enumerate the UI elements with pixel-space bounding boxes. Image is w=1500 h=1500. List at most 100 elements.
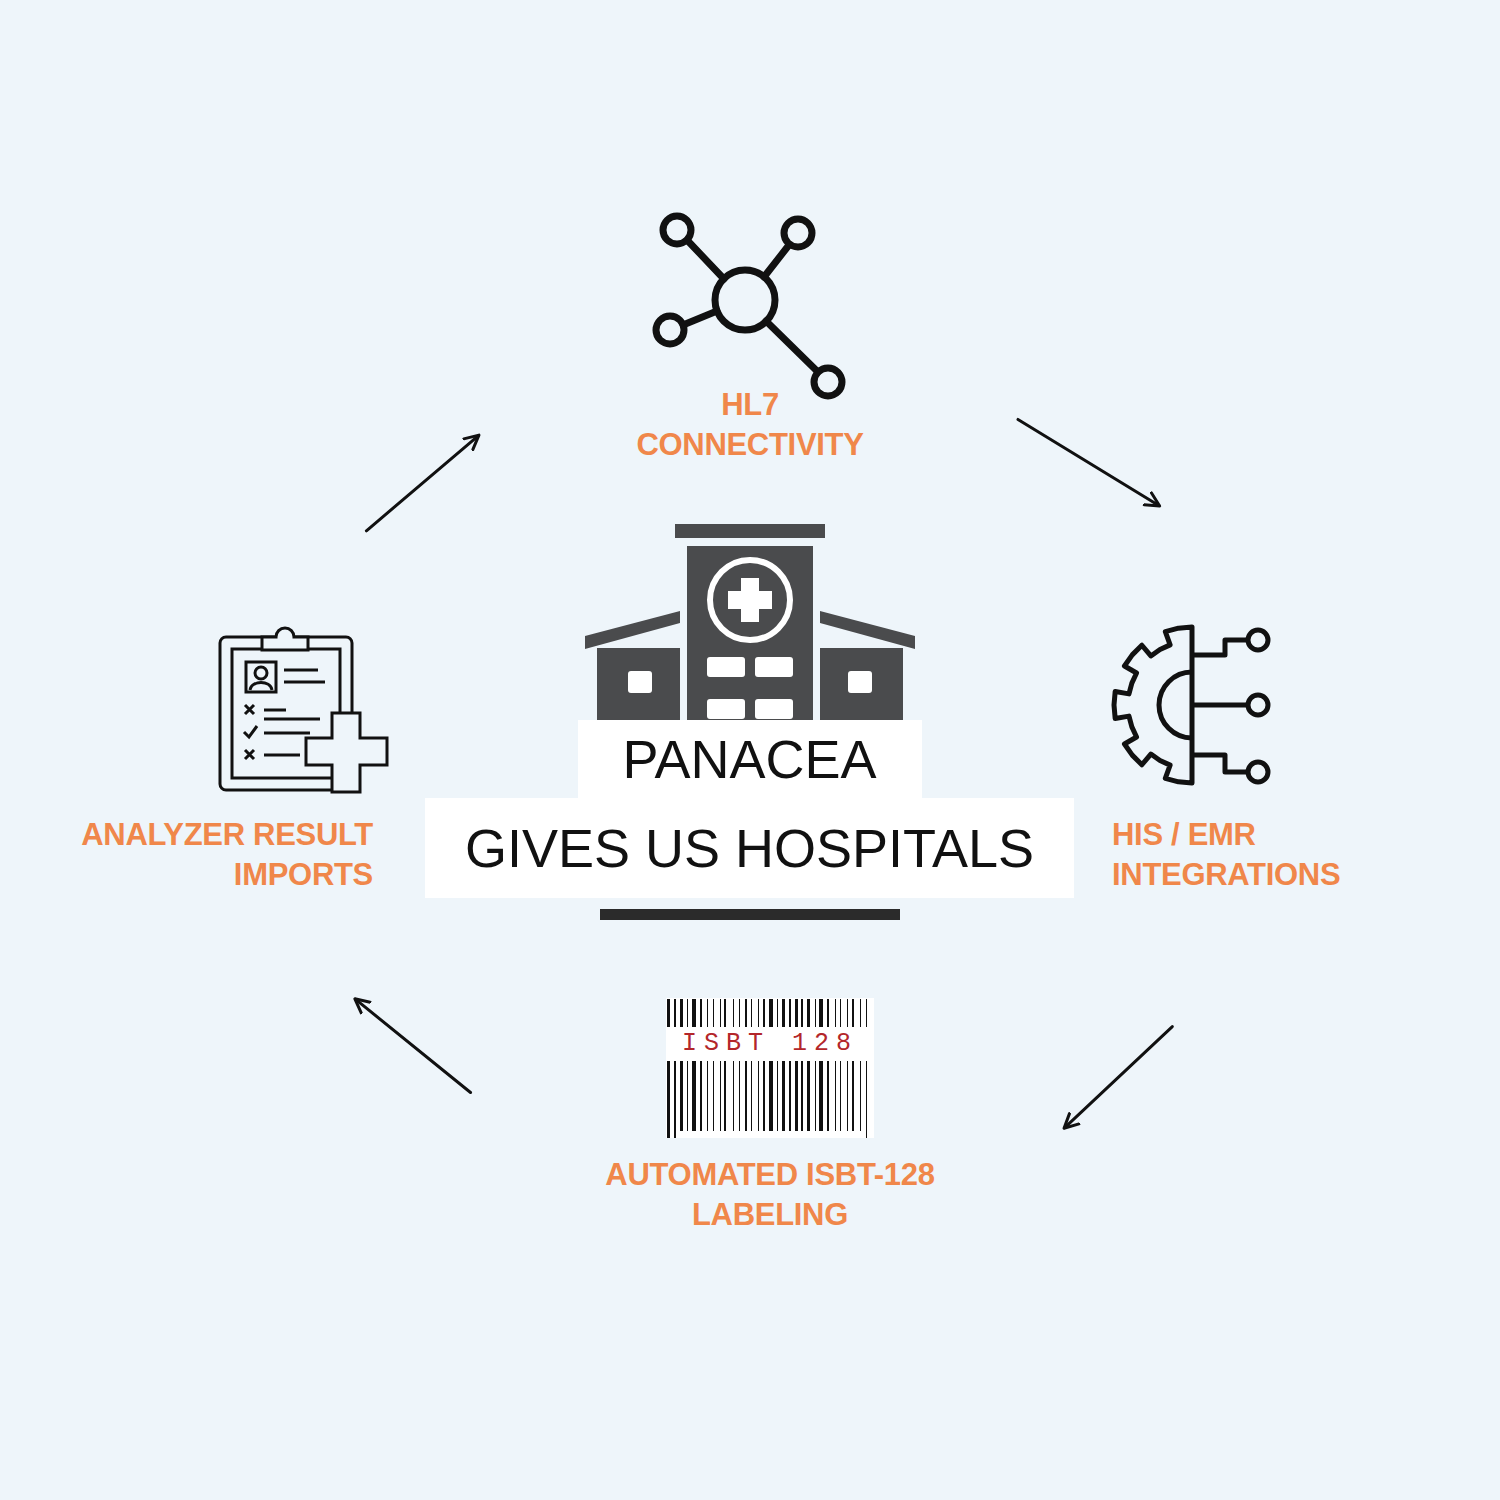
connectors: [356, 419, 1173, 1127]
barcode-bar: [674, 1061, 676, 1138]
title-panel: PANACEAGIVES US HOSPITALS: [425, 720, 1074, 900]
flow-arrow: [1018, 419, 1159, 505]
barcode-bar: [707, 999, 708, 1027]
barcode-bar: [713, 1061, 714, 1131]
flow-arrow: [1065, 1027, 1173, 1128]
clipboard-icon-part: [245, 705, 254, 714]
clipboard-icon-part: [284, 681, 325, 684]
barcode-bar: [847, 999, 848, 1027]
barcode-bar: [789, 999, 791, 1027]
feature-label: HL7 CONNECTIVITY: [610, 385, 890, 465]
barcode-bar: [674, 999, 676, 1027]
hospital-icon-part: [755, 699, 793, 719]
barcode-bar: [782, 1061, 785, 1131]
barcode-bar: [724, 999, 726, 1027]
feature-label: HIS / EMR INTEGRATIONS: [1112, 815, 1378, 895]
barcode-bar: [707, 1061, 708, 1131]
barcode-bar: [700, 999, 702, 1027]
clipboard-icon-part: [264, 718, 320, 721]
barcode-bar: [687, 999, 688, 1027]
hospital-icon-part: [628, 671, 652, 693]
barcode-bar: [835, 1061, 836, 1131]
barcode-bar: [866, 999, 867, 1027]
barcode-bar: [860, 999, 861, 1027]
hospital-icon-part: [755, 657, 793, 677]
flow-arrow: [356, 999, 471, 1092]
barcode-bar: [733, 999, 734, 1027]
barcode-icon-part: [666, 998, 874, 1138]
barcode-bar: [739, 1061, 740, 1131]
barcode-bar: [739, 999, 740, 1027]
barcode-bar: [751, 1061, 752, 1131]
clipboard-icon-part: [246, 662, 276, 692]
barcode-bar: [763, 1061, 765, 1131]
barcode-bar: [692, 999, 696, 1027]
barcode-bar: [860, 1061, 861, 1131]
barcode-bar: [807, 1061, 810, 1131]
clipboard-icon-part: [245, 750, 254, 759]
integration-icon: [1114, 627, 1268, 783]
clipboard-icon-part: [284, 669, 318, 672]
barcode-bar: [866, 1061, 867, 1138]
brand-name: PANACEA: [578, 720, 922, 798]
network-icon-part: [766, 321, 818, 372]
barcode-bar: [840, 999, 841, 1027]
integration-icon-part: [1192, 640, 1248, 655]
barcode-bar: [724, 1061, 726, 1131]
barcode-bar: [777, 1061, 778, 1131]
barcode-bar: [782, 999, 785, 1027]
barcode-bar: [777, 999, 778, 1027]
barcode-bar: [801, 999, 803, 1027]
hospital-icon-part: [848, 671, 872, 693]
clipboard-icon-part: [264, 754, 300, 757]
hospital-icon-part: [687, 546, 813, 722]
clipboard-icon-part: [264, 732, 310, 735]
flow-arrow: [366, 436, 478, 531]
network-icon-part: [764, 245, 789, 277]
integration-icon-part: [1248, 630, 1268, 650]
hospital-icon-part: [675, 524, 825, 538]
barcode-bar: [769, 1061, 773, 1131]
clipboard-icon-part: [262, 628, 308, 650]
barcode-bar: [745, 999, 747, 1027]
feature-item: ANALYZER RESULT IMPORTS: [50, 615, 395, 900]
barcode-bar: [807, 999, 810, 1027]
barcode-bar: [840, 1061, 841, 1131]
barcode-bar: [827, 1061, 829, 1131]
barcode-bar: [667, 999, 670, 1027]
tagline: GIVES US HOSPITALS: [425, 798, 1074, 898]
network-icon: [656, 216, 842, 396]
barcode-bar: [713, 999, 714, 1027]
clipboard-icon-part: [306, 713, 387, 792]
network-icon-part: [683, 311, 717, 325]
hospital-icon-part: [710, 560, 790, 640]
barcode-bar: [720, 999, 721, 1027]
barcode-bar: [835, 999, 836, 1027]
network-icon-part: [656, 316, 684, 344]
barcode-bar: [763, 999, 765, 1027]
barcode-bar: [852, 1061, 854, 1131]
barcode-bar: [751, 999, 752, 1027]
clipboard-icon: [220, 628, 387, 792]
feature-item: HL7 CONNECTIVITY: [610, 200, 890, 469]
hospital-icon-part: [585, 611, 680, 649]
clipboard-icon-part: [250, 683, 272, 691]
integration-icon-part: [1248, 762, 1268, 782]
barcode-bar: [758, 999, 759, 1027]
integration-icon-part: [1192, 703, 1248, 708]
barcode-bar: [680, 999, 683, 1027]
hospital-icon-part: [820, 648, 903, 722]
barcode-bar: [847, 1061, 848, 1131]
clipboard-icon-part: [264, 709, 286, 712]
clipboard-icon-part: [244, 726, 257, 737]
barcode-bar: [758, 1061, 759, 1131]
hospital-icon-part: [707, 657, 745, 677]
barcode-bar: [733, 1061, 734, 1131]
hospital-icon-part: [728, 591, 772, 609]
feature-label: ANALYZER RESULT IMPORTS: [50, 815, 373, 895]
feature-item: HIS / EMR INTEGRATIONS: [1100, 615, 1380, 900]
barcode-bar: [795, 999, 798, 1027]
barcode-bar: [687, 1061, 688, 1131]
feature-label: AUTOMATED ISBT-128 LABELING: [570, 1155, 970, 1235]
